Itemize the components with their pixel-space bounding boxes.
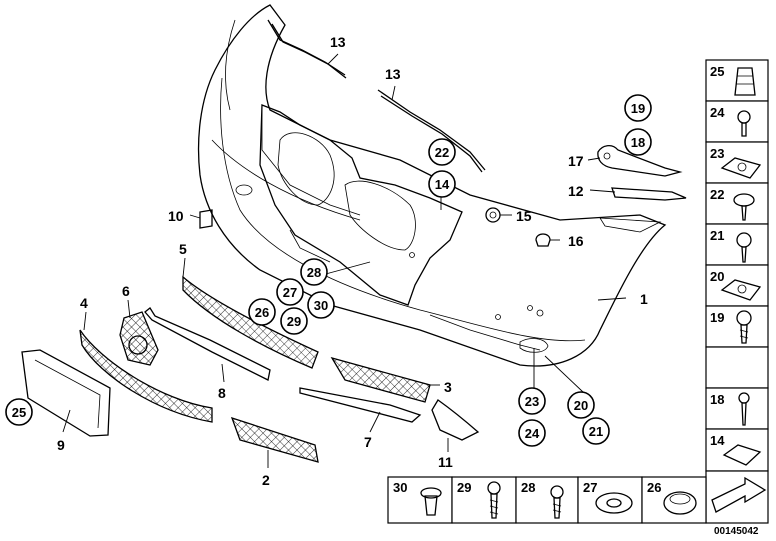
grilles [21,275,480,463]
label-6: 6 [122,283,130,299]
bottom-parts-table [387,476,707,524]
bottom-26: 26 [647,480,661,495]
label-9: 9 [57,437,65,453]
circled-25: 25 [12,405,26,420]
label-7: 7 [364,434,372,450]
circled-28: 28 [307,265,321,280]
side-25: 25 [710,64,724,79]
side-24: 24 [710,105,725,120]
circled-26: 26 [255,305,269,320]
circled-20: 20 [574,398,588,413]
bottom-29: 29 [457,480,471,495]
label-17: 17 [568,153,584,169]
label-1: 1 [640,291,648,307]
bottom-30: 30 [393,480,407,495]
circled-21: 21 [589,424,603,439]
circled-29: 29 [287,314,301,329]
circled-22: 22 [435,145,449,160]
label-13a: 13 [330,34,346,50]
label-8: 8 [218,385,226,401]
circled-27: 27 [283,285,297,300]
leader-lines [62,53,627,468]
side-parts-table [705,59,769,524]
label-13b: 13 [385,66,401,82]
circled-30: 30 [314,298,328,313]
label-3: 3 [444,379,452,395]
label-2: 2 [262,472,270,488]
circled-14: 14 [435,177,450,192]
label-16: 16 [568,233,584,249]
circled-labels: 19 18 22 14 28 27 30 26 29 25 23 24 20 2… [12,101,645,441]
label-10: 10 [168,208,184,224]
side-23: 23 [710,146,724,161]
bumper-cover [197,4,667,367]
label-15: 15 [516,208,532,224]
side-22: 22 [710,187,724,202]
circled-19: 19 [631,101,645,116]
brackets [199,145,687,229]
plain-labels: 13 13 17 12 10 15 16 5 6 4 1 3 7 8 9 2 1… [57,34,648,488]
circled-23: 23 [525,394,539,409]
label-12: 12 [568,183,584,199]
reference-number: 00145042 [714,526,759,536]
circled-24: 24 [525,426,540,441]
label-4: 4 [80,295,88,311]
side-19: 19 [710,310,724,325]
side-20: 20 [710,269,724,284]
bottom-27: 27 [583,480,597,495]
side-18: 18 [710,392,724,407]
side-14: 14 [710,433,725,448]
side-table-numbers: 25 24 23 22 21 20 19 18 14 [710,64,725,448]
grille-carrier [259,104,463,306]
label-circles [5,94,652,447]
trim-strip-13 [267,19,486,173]
label-5: 5 [179,241,187,257]
label-11: 11 [438,454,453,470]
circled-18: 18 [631,135,645,150]
bottom-table-numbers: 30 29 28 27 26 [393,480,661,495]
side-21: 21 [710,228,724,243]
bottom-28: 28 [521,480,535,495]
